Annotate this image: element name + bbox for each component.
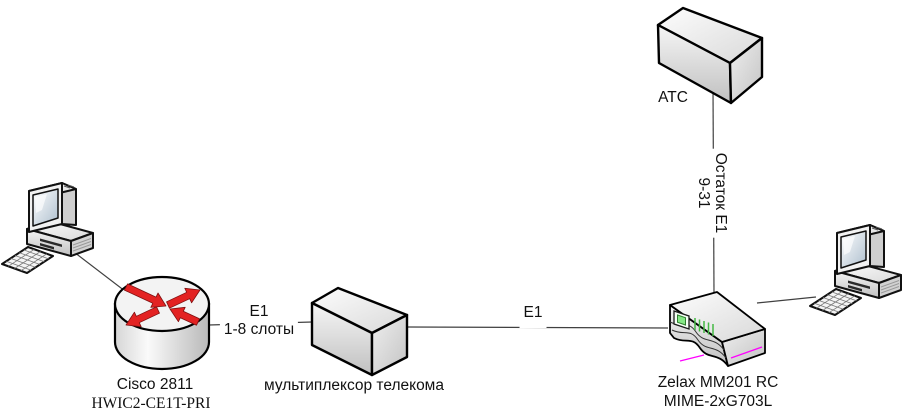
link-zelax-pc-right bbox=[756, 296, 817, 304]
router-node bbox=[113, 275, 211, 371]
zelax-accent-stripes bbox=[679, 346, 763, 362]
multiplexer-node bbox=[310, 286, 409, 377]
link-label-e1-slots-line1: E1 bbox=[249, 303, 269, 320]
mux-side-face bbox=[370, 313, 409, 377]
link-label-ostatok-line1: Остаток E1 bbox=[712, 152, 729, 234]
zelax-led-icon bbox=[677, 314, 686, 326]
zelax-node bbox=[669, 291, 766, 367]
workstation-left-icon bbox=[1, 182, 94, 274]
zelax-led-ticks-icon bbox=[694, 318, 714, 336]
router-label: Cisco 2811 bbox=[116, 376, 194, 393]
link-label-router-multiplexer: E1 1-8 слоты bbox=[219, 302, 299, 345]
zelax-sublabel: MIME-2xG703L bbox=[663, 393, 773, 410]
atc-label: АТС bbox=[658, 89, 688, 106]
zelax-label: Zelax MM201 RC bbox=[657, 374, 779, 391]
multiplexer-label: мультиплексор телекома bbox=[264, 377, 444, 394]
router-arrows-icon bbox=[124, 283, 201, 328]
link-label-multiplexer-zelax: E1 bbox=[519, 303, 547, 328]
atc-node bbox=[656, 6, 764, 105]
router-sublabel: HWIC2-CE1T-PRI bbox=[91, 395, 211, 412]
link-label-atc-zelax: Остаток E1 9-31 bbox=[693, 148, 731, 238]
link-label-e1-slots-line2: 1-8 слоты bbox=[223, 321, 295, 338]
workstation-right-icon bbox=[809, 224, 902, 316]
link-label-ostatok-line2: 9-31 bbox=[695, 177, 712, 209]
atc-side-face bbox=[728, 36, 764, 105]
